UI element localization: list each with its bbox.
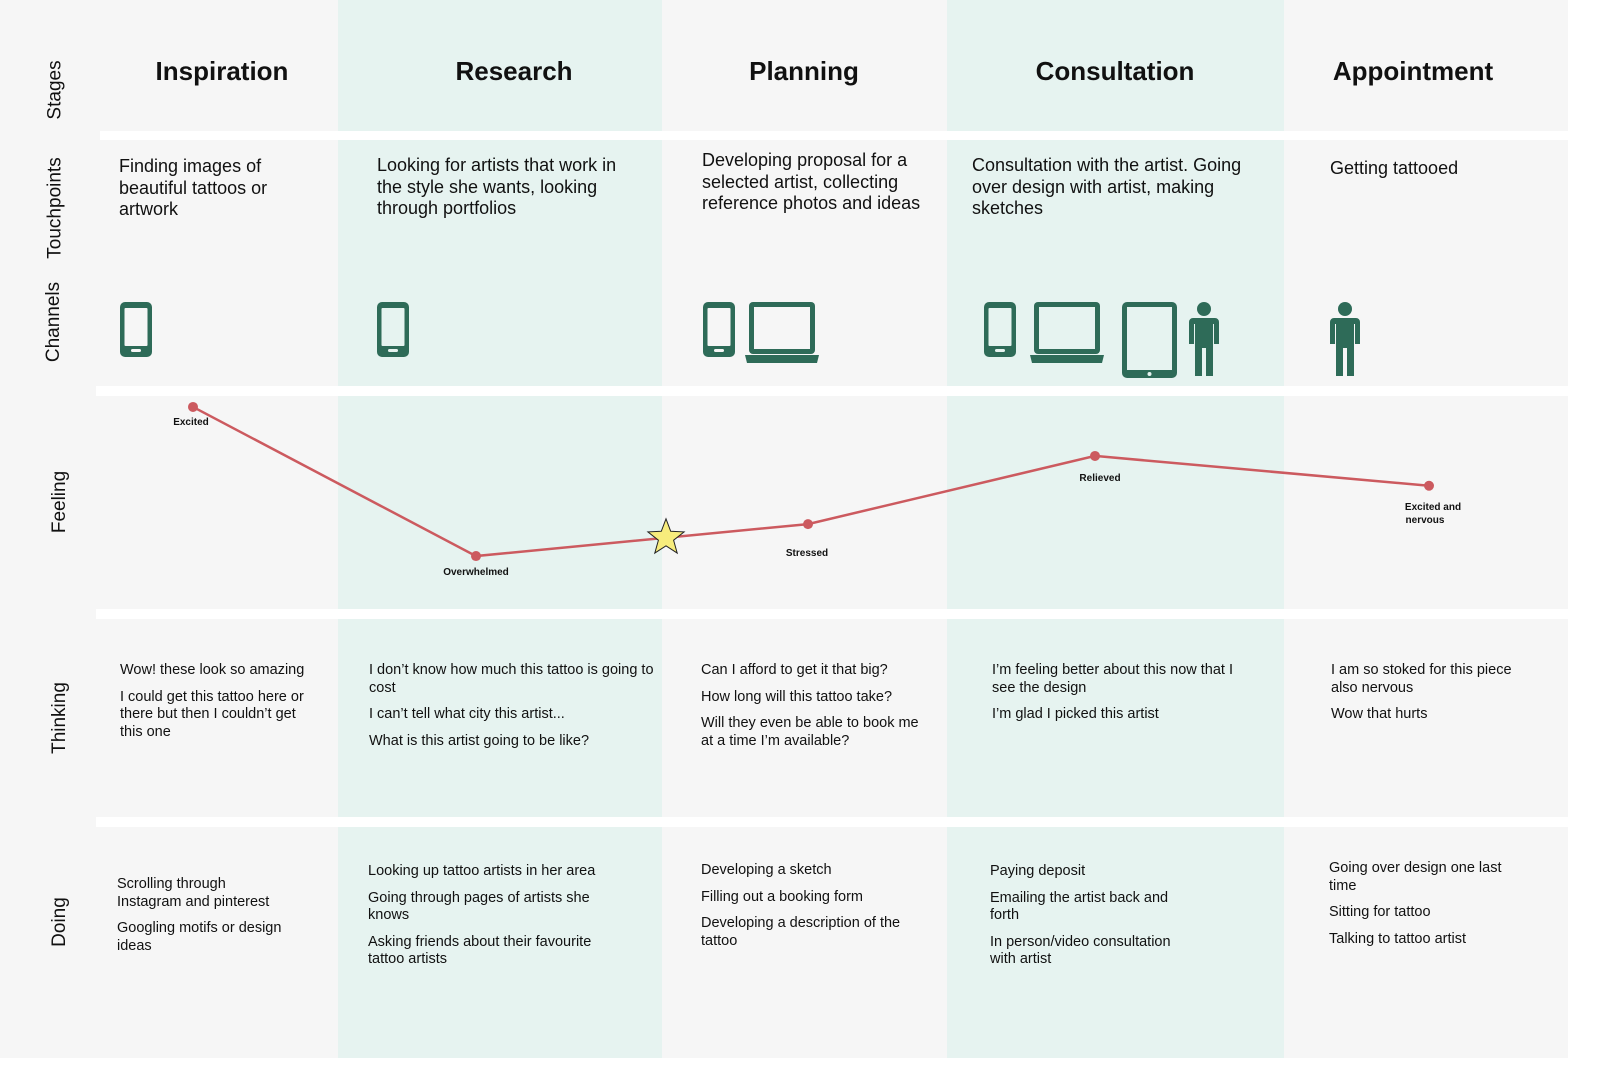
touchpoint-text: Finding images of beautiful tattoos or a… bbox=[119, 156, 268, 219]
stage-title: Inspiration bbox=[155, 56, 289, 86]
separator bbox=[100, 131, 1568, 140]
stage-title: Planning bbox=[749, 56, 859, 86]
thinking-list: I don’t know how much this tattoo is goi… bbox=[369, 662, 654, 759]
thinking-list: I’m feeling better about this now that I… bbox=[992, 662, 1254, 733]
phone-icon bbox=[377, 302, 409, 357]
touchpoint-text: Getting tattooed bbox=[1330, 158, 1459, 178]
feeling-label: Overwhelmed bbox=[443, 567, 509, 578]
feeling-point bbox=[803, 519, 813, 530]
doing-item: In person/video consultation with artist bbox=[990, 933, 1171, 968]
doing-item: Filling out a booking form bbox=[701, 888, 863, 905]
star-icon bbox=[646, 517, 686, 555]
touchpoint-text: Looking for artists that work in the sty… bbox=[377, 155, 617, 218]
doing-item: Asking friends about their favourite tat… bbox=[368, 933, 592, 968]
doing-item: Going through pages of artists she knows bbox=[368, 889, 590, 924]
phone-icon bbox=[703, 302, 735, 357]
phone-icon bbox=[120, 302, 152, 357]
thinking-item: Can I afford to get it that big? bbox=[701, 662, 888, 678]
stage-title: Consultation bbox=[1035, 56, 1195, 86]
person-icon bbox=[1330, 302, 1360, 376]
feeling-point bbox=[471, 551, 481, 562]
feeling-point bbox=[1090, 450, 1100, 461]
touchpoint-text: Consultation with the artist. Going over… bbox=[972, 155, 1242, 218]
thinking-item: I could get this tattoo here or there bu… bbox=[120, 688, 304, 740]
doing-item: Developing a description of the tattoo bbox=[701, 915, 901, 949]
thinking-item: I can’t tell what city this artist... bbox=[369, 706, 565, 722]
touchpoint-text: Developing proposal for a selected artis… bbox=[702, 150, 921, 213]
separator bbox=[96, 817, 1568, 827]
thinking-list: I am so stoked for this piece also nervo… bbox=[1331, 662, 1531, 733]
separator bbox=[96, 386, 1568, 396]
thinking-list: Can I afford to get it that big? How long… bbox=[701, 662, 931, 759]
thinking-item: I am so stoked for this piece also nervo… bbox=[1331, 662, 1512, 696]
feeling-label: Relieved bbox=[1079, 473, 1120, 484]
stage-title: Appointment bbox=[1332, 56, 1494, 86]
thinking-list: Wow! these look so amazing I could get th… bbox=[120, 662, 320, 750]
feeling-point bbox=[1424, 480, 1434, 491]
feeling-label: Excited bbox=[173, 417, 209, 428]
feeling-label: Stressed bbox=[786, 548, 828, 559]
doing-item: Scrolling through Instagram and pinteres… bbox=[117, 876, 270, 910]
doing-item: Developing a sketch bbox=[701, 862, 832, 878]
doing-item: Emailing the artist back and forth bbox=[990, 889, 1169, 924]
laptop-icon bbox=[1030, 302, 1104, 363]
column-band-consultation bbox=[947, 0, 1284, 1058]
doing-list: Scrolling through Instagram and pinteres… bbox=[117, 876, 287, 964]
laptop-icon bbox=[745, 302, 819, 363]
feeling-point bbox=[188, 401, 198, 412]
doing-item: Looking up tattoo artists in her area bbox=[368, 863, 596, 879]
separator bbox=[96, 609, 1568, 619]
doing-item: Paying deposit bbox=[990, 863, 1086, 879]
stage-title: Research bbox=[455, 56, 573, 86]
thinking-item: What is this artist going to be like? bbox=[369, 732, 590, 749]
doing-item: Going over design one last time bbox=[1329, 860, 1502, 894]
column-band-research bbox=[338, 0, 662, 1058]
thinking-item: I’m glad I picked this artist bbox=[992, 706, 1159, 722]
thinking-item: Wow! these look so amazing bbox=[120, 662, 305, 678]
phone-icon bbox=[984, 302, 1016, 357]
doing-item: Talking to tattoo artist bbox=[1329, 930, 1467, 947]
journey-map: Stages Touchpoints Channels Feeling Thin… bbox=[43, 0, 1568, 1058]
doing-item: Googling motifs or design ideas bbox=[117, 920, 282, 954]
person-icon bbox=[1189, 302, 1219, 376]
thinking-item: I’m feeling better about this now that I… bbox=[992, 662, 1233, 696]
doing-item: Sitting for tattoo bbox=[1329, 904, 1431, 920]
thinking-item: How long will this tattoo take? bbox=[701, 688, 893, 705]
thinking-item: Wow that hurts bbox=[1331, 706, 1428, 722]
thinking-item: Will they even be able to book me at a t… bbox=[701, 715, 919, 749]
thinking-item: I don’t know how much this tattoo is goi… bbox=[369, 662, 654, 696]
feeling-line bbox=[192, 405, 1430, 558]
tablet-icon bbox=[1122, 302, 1177, 378]
